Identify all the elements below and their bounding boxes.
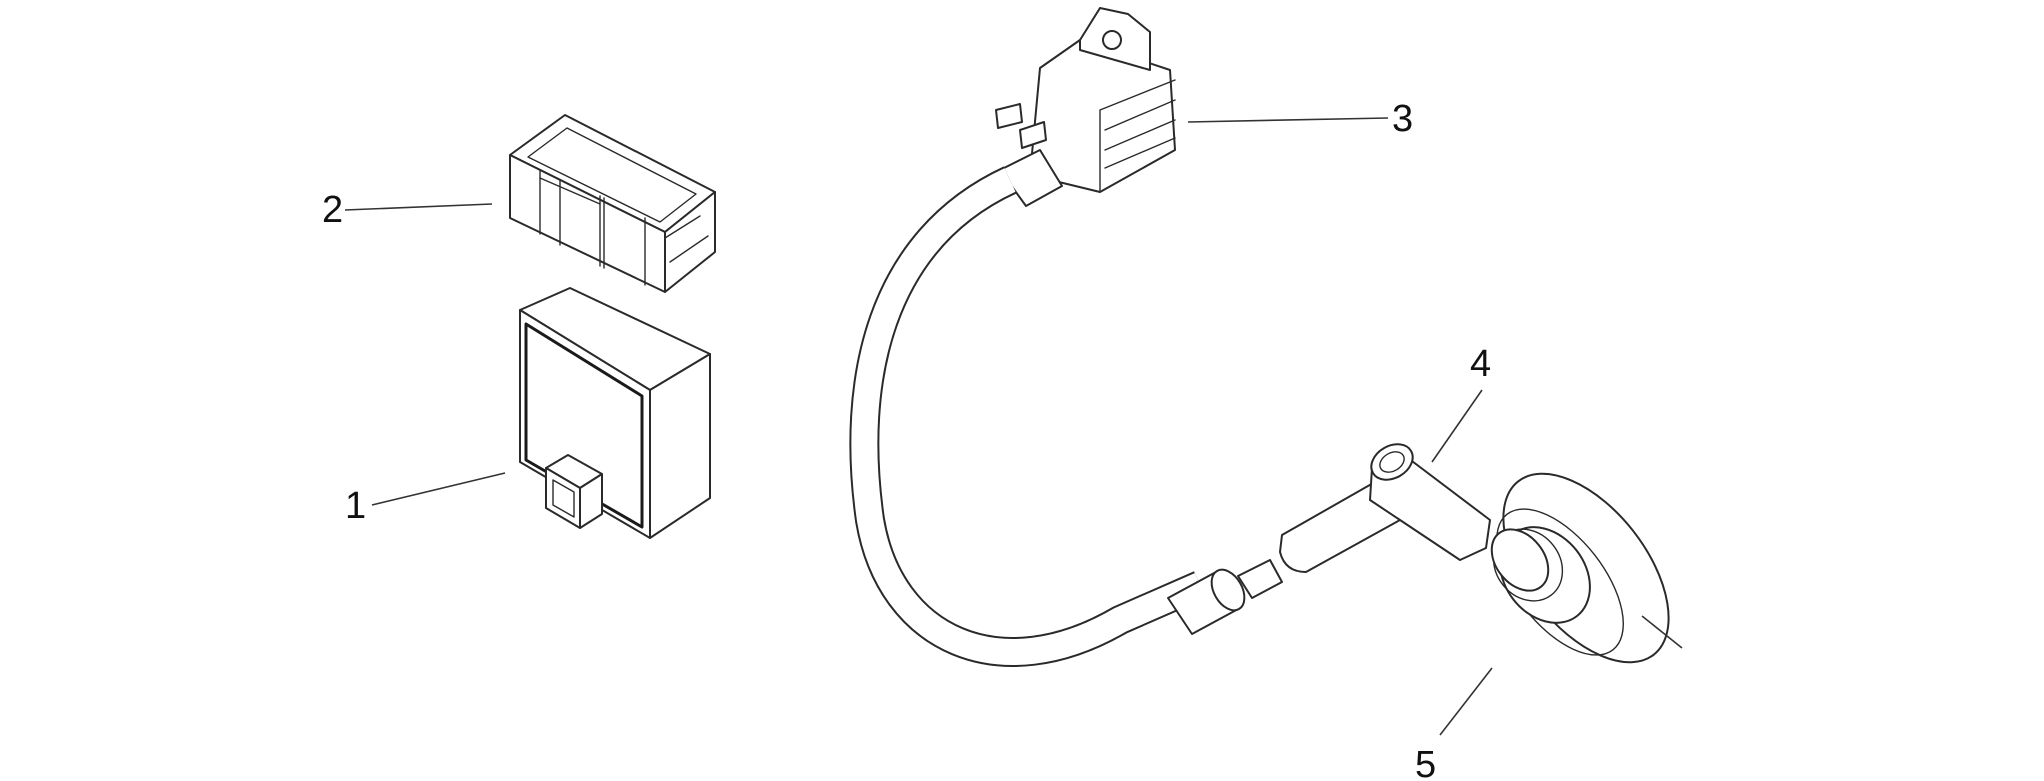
part-5-seal <box>1490 472 1670 664</box>
leader-line-5 <box>1439 667 1493 736</box>
leader-line-1 <box>371 472 506 506</box>
part-1-cdi-box <box>519 287 711 539</box>
callout-4: 4 <box>1470 343 1491 385</box>
callout-5: 5 <box>1415 744 1436 781</box>
callout-2: 2 <box>322 189 343 231</box>
callout-3: 3 <box>1392 98 1413 140</box>
part-4-spark-plug-cap <box>1279 443 1491 573</box>
callout-1: 1 <box>345 485 366 527</box>
leader-line-3 <box>1187 117 1389 123</box>
part-2-holder <box>509 114 716 293</box>
part-3-ignition-coil <box>849 7 1283 667</box>
leader-lines <box>344 117 1683 736</box>
leader-line-4 <box>1431 389 1483 463</box>
leader-line-2 <box>344 203 493 211</box>
leader-line-5b <box>1641 615 1683 649</box>
